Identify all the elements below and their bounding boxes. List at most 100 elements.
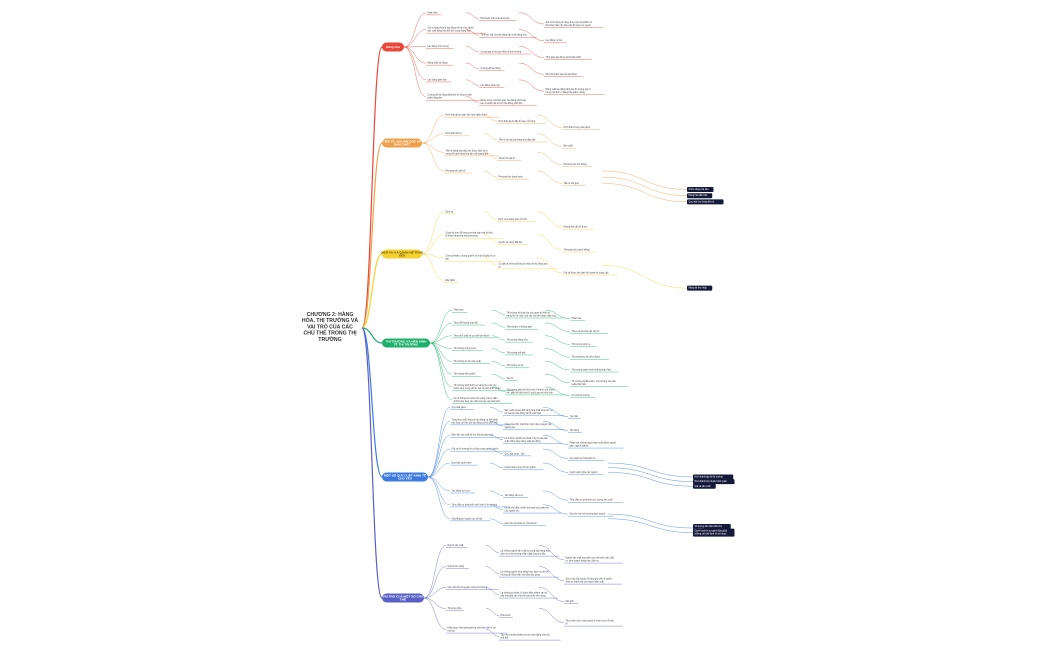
node-text[interactable]: Người tiêu dùng <box>448 565 465 568</box>
node-text[interactable]: Thị trường là điều kiện, môi trường cho … <box>572 380 617 386</box>
node-text[interactable]: Lao động giản đơn <box>428 78 448 81</box>
node-text[interactable]: Thị trường độc quyền <box>454 373 477 376</box>
node-text[interactable]: Trong trao đổi, phải thực hiện theo nguy… <box>505 423 553 429</box>
node-text[interactable]: Tác động tích cực <box>452 489 471 492</box>
node-text[interactable]: Theo tính chất và cơ chế vận hành <box>454 334 490 337</box>
node-text[interactable]: Theo đối tượng trao đổi <box>454 321 479 324</box>
highlight-node[interactable] <box>687 193 713 199</box>
node-text[interactable]: Mức độ phức tạp của lao động <box>546 73 578 76</box>
node-text[interactable]: Năng suất lao động <box>428 62 449 65</box>
node-text[interactable]: Không thể cất trữ được <box>564 226 589 229</box>
node-text[interactable]: Thương nhân <box>448 608 463 610</box>
node-text[interactable]: Tác động tiêu cực <box>505 494 524 497</box>
node-text[interactable]: Trong cùng một thời gian, lao động phức … <box>481 99 527 105</box>
category-pill[interactable] <box>382 593 424 603</box>
node-text[interactable]: Là hệ thống các quan hệ mang tính tự điề… <box>454 397 501 403</box>
category-pill[interactable] <box>382 42 404 52</box>
node-text[interactable]: Hình thành lợi nhuận bình quân <box>695 480 728 483</box>
node-text[interactable]: Tính hai mặt của lao động sản xuất hàng … <box>481 34 528 37</box>
node-text[interactable]: Cạnh tranh giữa các ngành <box>570 471 599 474</box>
node-text[interactable]: Lao động trừu tượng <box>428 45 450 48</box>
node-text[interactable]: Là những cá nhân, tổ chức đảm nhiệm vai … <box>501 592 548 598</box>
node-text[interactable]: Theo vai trò của các yếu tố <box>572 330 600 333</box>
node-text[interactable]: Trong sản xuất, hao phí lao động cá biệt… <box>452 418 499 424</box>
node-text[interactable]: Chức năng của tiền <box>689 188 710 191</box>
node-text[interactable]: Giá cả thị trường lên xuống xoay quanh g… <box>452 448 499 451</box>
node-text[interactable]: Năng suất lao động tăng lên thì lượng gi… <box>546 88 591 94</box>
node-text[interactable]: Tiền tệ là một loại hàng hóa đặc biệt <box>499 138 536 141</box>
node-text[interactable]: Phương tiện lưu thông <box>564 163 588 166</box>
node-text[interactable]: Tạo môi trường thuận lợi cho hoạt động c… <box>501 634 551 640</box>
highlight-node[interactable] <box>687 199 724 205</box>
node-text[interactable]: Người sản xuất bao gồm các nhà sản xuất,… <box>566 557 615 563</box>
node-text[interactable]: Kích thích cải tiến kỹ thuật, hợp lý hóa… <box>505 437 549 443</box>
node-text[interactable]: Phân loại <box>572 318 582 320</box>
highlight-node[interactable] <box>693 528 735 537</box>
node-text[interactable]: Gây lãng phí nguồn lực xã hội <box>452 517 483 520</box>
node-text[interactable]: Môi giới <box>566 601 575 603</box>
node-text[interactable]: Dịch vụ <box>446 211 454 213</box>
node-text[interactable]: Các chủ thể trung gian trong thị trường <box>448 586 488 589</box>
node-text[interactable]: Thị trường tư liệu sản xuất <box>454 360 482 363</box>
node-text[interactable]: Thước đo giá trị <box>499 157 516 160</box>
node-text[interactable]: Thị trường là tổng hòa các quan hệ kinh … <box>507 311 557 317</box>
node-text[interactable]: Điều tiết sản xuất và lưu thông hàng hóa <box>452 434 494 437</box>
node-text[interactable]: Thời gian lao động xã hội cần thiết <box>546 56 582 59</box>
node-text[interactable]: Giá trị hàng hóa là lao động xã hội của … <box>428 27 475 33</box>
node-text[interactable]: Hình thái giá trị đầy đủ hay mở rộng <box>499 120 536 123</box>
node-text[interactable]: Thị trường gắn kết nền kinh tế thành một… <box>507 388 556 394</box>
node-text[interactable]: Thị trường hàng hóa <box>507 339 529 342</box>
node-text[interactable]: Thúc đẩy sự phát triển lực lượng sản xuấ… <box>570 499 613 502</box>
node-text[interactable]: Hình thái tiền tệ <box>446 132 463 135</box>
node-text[interactable]: Là những người sản xuất và cung cấp hàng… <box>501 550 551 556</box>
node-text[interactable]: Sức mua của người tiêu dùng là yếu tố qu… <box>566 578 612 584</box>
node-text[interactable]: Hình thái giá trị giản đơn hay ngẫu nhiê… <box>446 114 488 117</box>
node-text[interactable]: Thị trường kích thích sự sáng tạo của mọ… <box>454 384 502 390</box>
node-text[interactable]: Gây tổn hại môi trường kinh doanh <box>570 513 606 516</box>
node-text[interactable]: Nhà nước <box>501 615 512 617</box>
node-text[interactable]: Quy luật cạnh tranh <box>452 462 473 465</box>
node-text[interactable]: Theo phạm vi không gian <box>507 327 534 329</box>
node-text[interactable]: Thị trường thế giới <box>507 351 527 354</box>
node-text[interactable]: Cơ chế thị trường <box>572 394 591 397</box>
node-text[interactable]: Khái niệm <box>454 310 464 312</box>
node-text[interactable]: Hàng hóa đặc biệt <box>689 194 708 197</box>
node-text[interactable]: Làm tổn hại phúc lợi của xã hội <box>505 522 537 525</box>
node-text[interactable]: Cạnh tranh trong nội bộ ngành <box>505 466 537 469</box>
node-text[interactable]: Giá cả sản xuất <box>695 485 711 488</box>
node-text[interactable]: Sản xuất và trao đổi hàng hóa phải dựa t… <box>505 409 554 415</box>
node-text[interactable]: Hai thuộc tính của hàng hóa <box>481 17 510 20</box>
node-text[interactable]: Quyền sử dụng đất đai <box>499 241 523 244</box>
node-text[interactable]: Phương tiện cất trữ <box>446 169 466 172</box>
node-text[interactable]: Hình thành giá trị thị trường <box>695 475 724 478</box>
node-text[interactable]: Quy luật lưu thông tiền tệ <box>570 457 597 460</box>
highlight-node[interactable] <box>693 479 735 485</box>
node-text[interactable]: Mang lại thu nhập <box>689 287 708 290</box>
node-text[interactable]: Giá trị sử dụng là công dụng của vật phẩ… <box>546 21 593 27</box>
node-text[interactable]: Quan hệ trao đổi trong trường hợp một số… <box>446 232 494 238</box>
node-text[interactable]: Thúc đẩy sự phát triển nền kinh tế thị t… <box>452 503 498 506</box>
node-text[interactable]: Cường độ lao động tăng lên thì tổng số s… <box>428 94 473 100</box>
node-text[interactable]: Dịch vụ là hàng hóa vô hình <box>499 219 528 221</box>
highlight-node[interactable] <box>693 474 734 480</box>
node-text[interactable]: Giá cả được xác định bởi quan hệ cung cầ… <box>564 271 609 274</box>
node-text[interactable]: Có giá cả nhưng không do hao phí lao độn… <box>499 262 548 268</box>
node-text[interactable]: Lao động cụ thể <box>546 39 563 42</box>
node-text[interactable]: Là cơ chế điều chỉnh linh hoạt việc phân… <box>505 506 550 512</box>
node-text[interactable]: Thị trường cạnh tranh không hoàn hảo <box>572 368 612 371</box>
node-text[interactable]: Thực hiện chức năng quản lý nhà nước về … <box>566 620 615 626</box>
node-text[interactable]: Là những người mua hàng hóa, dịch vụ trê… <box>501 571 550 577</box>
category-pill[interactable] <box>382 472 428 482</box>
node-text[interactable]: Người sản xuất <box>448 544 464 547</box>
node-text[interactable]: Tiền là hàng hóa đặc biệt được tách ra t… <box>446 149 489 155</box>
node-text[interactable]: Quy luật giá trị <box>452 406 467 409</box>
node-text[interactable]: Thị trường tự do <box>507 364 525 367</box>
node-text[interactable]: Phân hóa những người sản xuất thành ngườ… <box>570 441 617 447</box>
